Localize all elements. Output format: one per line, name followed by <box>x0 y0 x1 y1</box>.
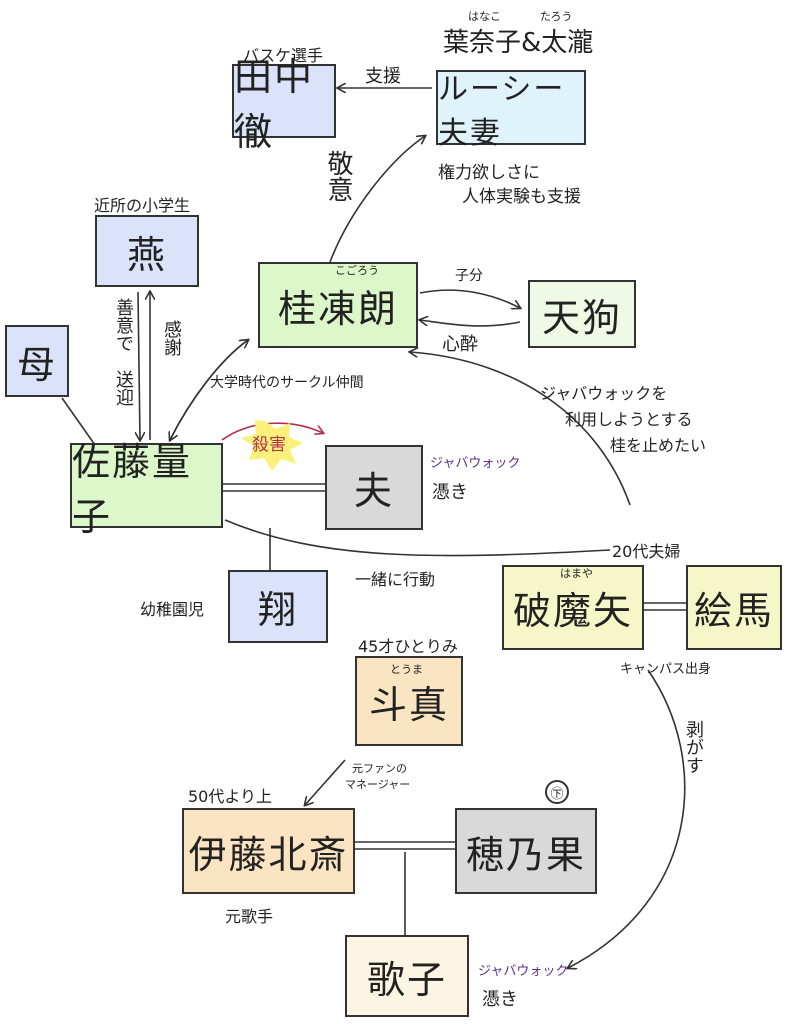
note-otto: 憑き <box>432 482 468 503</box>
rel-couple-20s: 20代夫婦 <box>612 542 681 561</box>
node-katsura: 桂凍朗 <box>258 262 418 348</box>
node-haha-name: 母 <box>16 342 57 387</box>
rel-campus: キャンパス出身 <box>620 662 712 677</box>
note-lucy-1: 権力欲しさに <box>438 163 540 183</box>
node-katsura-name: 桂凍朗 <box>277 286 398 331</box>
node-ema-name: 絵馬 <box>693 589 774 633</box>
rel-together: 一緒に行動 <box>355 570 436 589</box>
node-ito-name: 伊藤北斎 <box>188 832 349 877</box>
rel-good-will-2: 送迎 <box>113 370 134 406</box>
node-toma: 斗真 <box>355 656 463 746</box>
rel-circle-friends: 大学時代のサークル仲間 <box>210 375 364 391</box>
ruby-hamaya: はまや <box>560 567 593 580</box>
node-ito: 伊藤北斎 <box>182 808 355 894</box>
label-ito-top: 50代より上 <box>188 787 273 806</box>
rel-jabber-2: 利用しようとする <box>565 410 693 429</box>
marriage-ito-honoka <box>355 841 455 850</box>
rel-kobun: 子分 <box>455 268 483 284</box>
node-otto-name: 夫 <box>353 469 394 513</box>
label-tanaka: バスケ選手 <box>243 46 324 65</box>
note-utako: 憑き <box>482 989 518 1010</box>
node-honoka: 穂乃果 <box>455 808 597 894</box>
ruby-toma: とうま <box>390 663 423 676</box>
rel-support: 支援 <box>365 66 401 87</box>
node-haha: 母 <box>5 325 69 397</box>
label-sho: 幼稚園児 <box>140 600 205 619</box>
node-utako-name: 歌子 <box>366 957 447 1002</box>
tag-otto: ジャバウォック <box>430 456 521 471</box>
arrow-manager <box>305 759 346 805</box>
rel-respect: 敬意 <box>323 150 353 202</box>
node-utako: 歌子 <box>345 935 469 1017</box>
ruby-katsura: こごろう <box>335 264 379 277</box>
rel-shinsui: 心酔 <box>442 334 478 355</box>
arrow-shinsui <box>420 320 521 327</box>
rel-thanks: 感謝 <box>161 320 182 356</box>
node-sho-name: 翔 <box>257 588 298 632</box>
ruby-lucy-2: たろう <box>540 10 573 23</box>
node-sho: 翔 <box>228 570 328 643</box>
label-tsubame: 近所の小学生 <box>94 196 191 215</box>
marriage-hamaya-ema <box>644 602 686 611</box>
ruby-lucy-1: はなこ <box>468 10 501 23</box>
marriage-sato-otto <box>223 483 325 492</box>
rel-jabber-3: 桂を止めたい <box>610 436 707 455</box>
rel-good-will-1: 善意で <box>113 298 134 352</box>
node-hamaya: 破魔矢 <box>502 565 644 650</box>
rel-ex-fan-2: マネージャー <box>345 778 411 791</box>
label-ito-bottom: 元歌手 <box>225 907 274 926</box>
node-tsubame: 燕 <box>95 215 199 287</box>
tag-utako: ジャバウォック <box>478 964 569 979</box>
rel-ex-fan-1: 元ファンの <box>352 762 407 775</box>
rel-peel: 剥がす <box>683 720 704 774</box>
node-tanaka-name: 田中徹 <box>234 55 315 154</box>
node-sato-name: 佐藤量子 <box>72 439 193 539</box>
node-tengu-name: 天狗 <box>541 295 622 340</box>
deceased-mark: ㊦ <box>545 780 569 804</box>
node-lucy: ルーシー夫妻 <box>436 70 586 151</box>
node-tsubame-name: 燕 <box>126 232 167 277</box>
node-otto: 夫 <box>325 445 423 530</box>
node-sato: 佐藤量子 <box>70 440 223 539</box>
node-lucy-name: ルーシー夫妻 <box>438 71 566 151</box>
node-ema: 絵馬 <box>686 565 782 650</box>
rel-murder: 殺害 <box>252 435 286 455</box>
label-toma: 45才ひとりみ <box>358 637 458 656</box>
node-toma-name: 斗真 <box>368 682 449 727</box>
node-honoka-name: 穂乃果 <box>465 832 586 877</box>
note-lucy-2: 人体実験も支援 <box>462 187 581 207</box>
node-tengu: 天狗 <box>528 280 636 348</box>
arrow-kobun <box>419 289 520 308</box>
node-tanaka: 田中徹 <box>232 55 336 154</box>
rel-jabber-1: ジャバウォックを <box>540 384 668 403</box>
label-lucy: 葉奈子&太瀧 <box>443 28 594 58</box>
arrow-tsubame-to-sato <box>138 291 140 440</box>
node-hamaya-name: 破魔矢 <box>512 589 633 633</box>
